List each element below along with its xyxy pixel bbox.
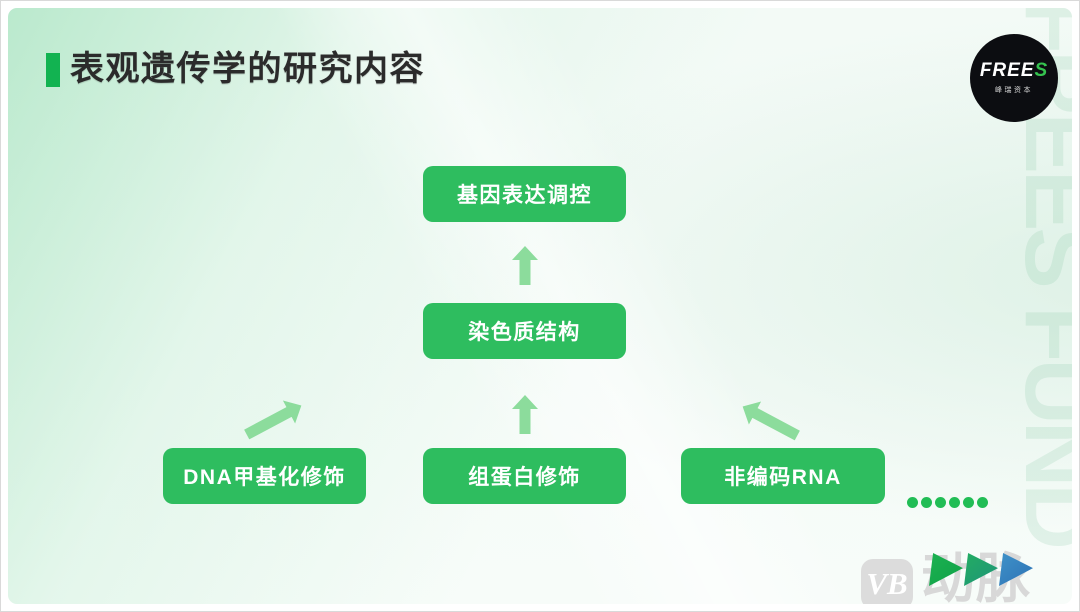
box-histone-modification: 组蛋白修饰 (423, 448, 626, 504)
dot-icon (935, 497, 946, 508)
vcbeat-vb-badge: VB (861, 559, 913, 604)
up-right-arrow-icon (244, 400, 302, 440)
box-chromatin-structure: 染色质结构 (423, 303, 626, 359)
dot-icon (907, 497, 918, 508)
frees-brand-text: FREES (980, 61, 1048, 80)
box-dna-methylation: DNA甲基化修饰 (163, 448, 366, 504)
slide-background: FREES FUND 表观遗传学的研究内容 FREES 峰瑞资本 基因表达调控 … (8, 8, 1072, 604)
frees-brand-main: FREE (979, 60, 1035, 81)
title-accent-bar (46, 53, 60, 87)
dot-icon (949, 497, 960, 508)
up-left-arrow-icon (742, 401, 800, 441)
dot-icon (963, 497, 974, 508)
frees-brand-accent: S (1034, 60, 1049, 81)
ellipsis-dots (907, 497, 988, 508)
frees-brand-subtitle: 峰瑞资本 (995, 87, 1033, 94)
up-arrow-icon (512, 395, 538, 434)
box-noncoding-rna: 非编码RNA (681, 448, 885, 504)
page-title: 表观遗传学的研究内容 (70, 50, 425, 88)
frees-logo: FREES 峰瑞资本 (970, 34, 1058, 122)
dot-icon (977, 497, 988, 508)
box-gene-expression-regulation: 基因表达调控 (423, 166, 626, 222)
dot-icon (921, 497, 932, 508)
up-arrow-icon (512, 246, 538, 285)
